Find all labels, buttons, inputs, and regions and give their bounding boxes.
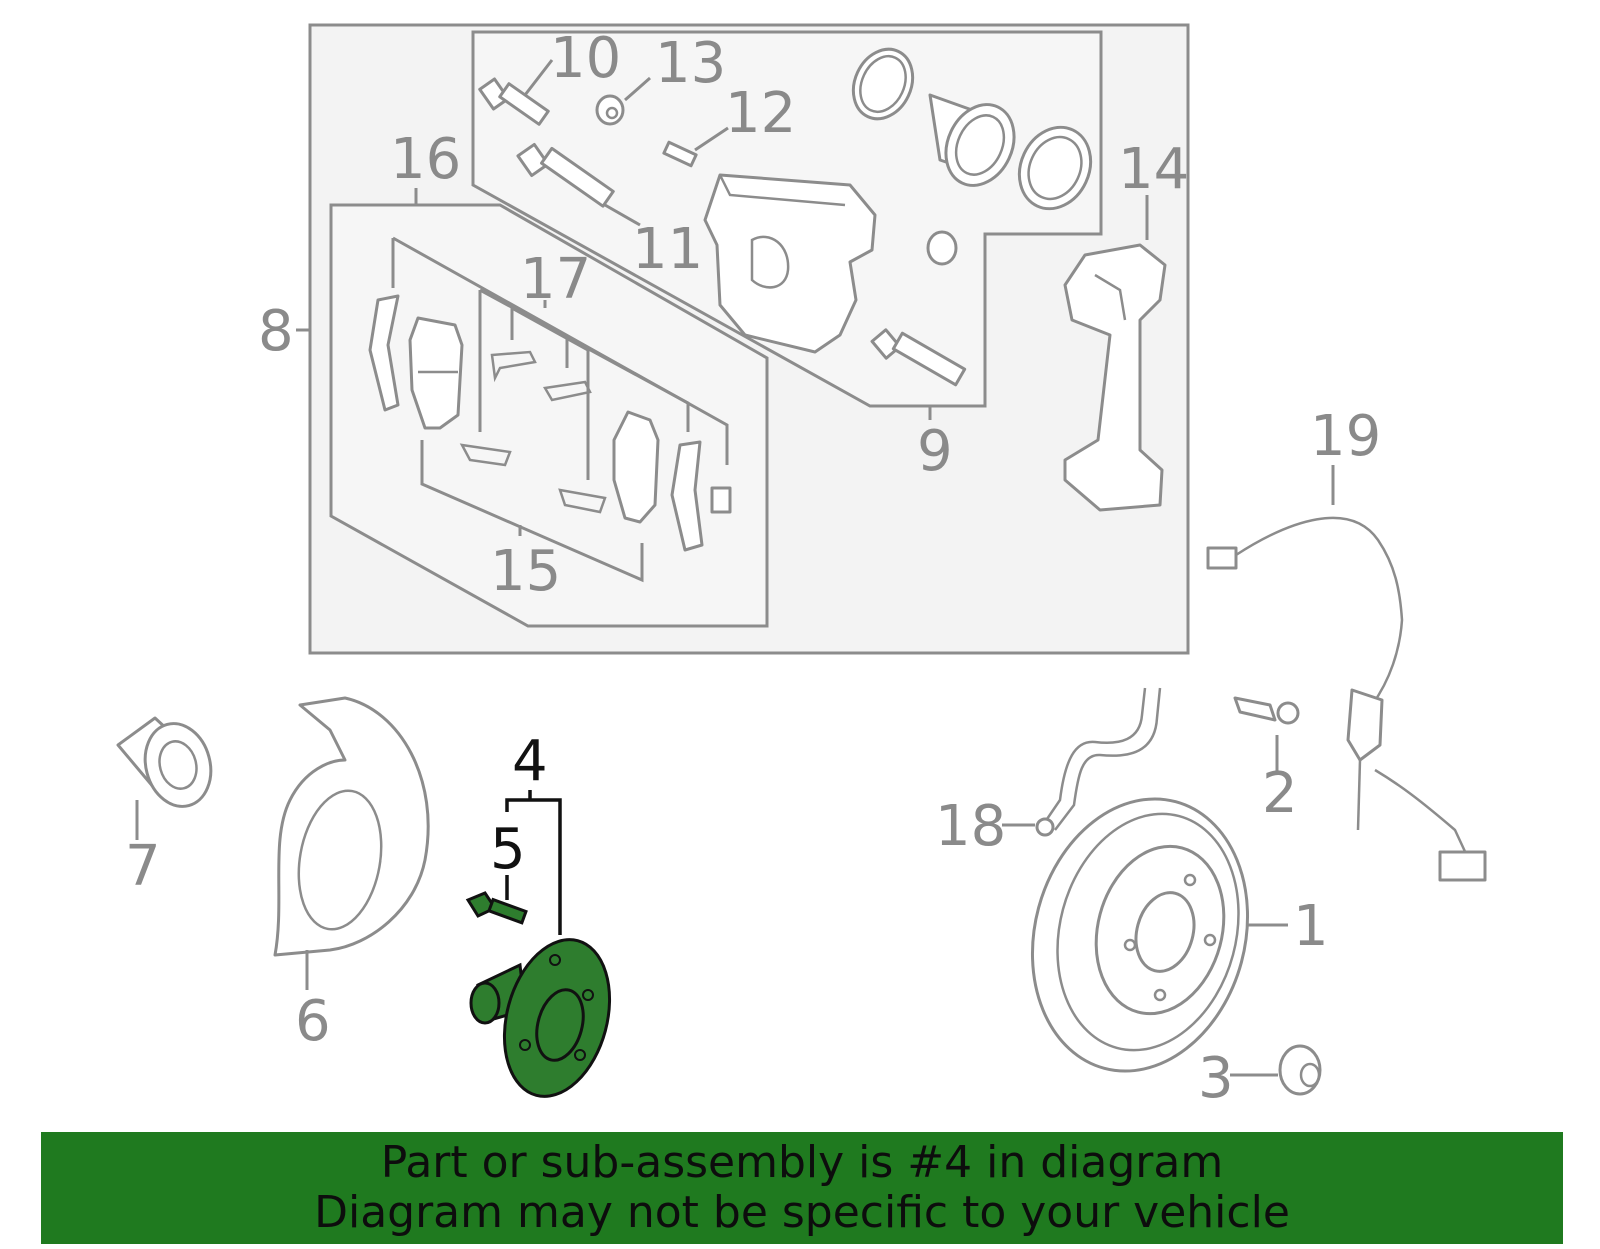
wear-indicator bbox=[710, 486, 732, 514]
caliper-body bbox=[703, 173, 877, 354]
guide-pin-11 bbox=[516, 142, 615, 208]
label-part-15: 15 bbox=[490, 539, 561, 604]
label-part-18: 18 bbox=[935, 794, 1006, 859]
info-banner: Part or sub-assembly is #4 in diagram Di… bbox=[41, 1132, 1563, 1244]
brake-rotor bbox=[1030, 797, 1250, 1073]
pad-shim-outer-left bbox=[368, 294, 400, 412]
hub-nut bbox=[1278, 1044, 1322, 1096]
bleeder-screw-12 bbox=[662, 140, 698, 168]
label-part-13: 13 bbox=[655, 31, 726, 96]
label-part-5: 5 bbox=[490, 817, 526, 882]
label-part-12: 12 bbox=[725, 81, 796, 146]
label-part-9: 9 bbox=[917, 419, 953, 484]
label-part-19: 19 bbox=[1310, 404, 1381, 469]
label-part-4: 4 bbox=[512, 729, 548, 794]
wheel-hub-highlighted bbox=[469, 938, 612, 1098]
caliper-piston bbox=[928, 93, 1016, 187]
caliper-bracket bbox=[1063, 243, 1167, 512]
label-part-2: 2 bbox=[1262, 761, 1298, 826]
guide-bolt-10 bbox=[478, 77, 550, 126]
wheel-bearing bbox=[116, 716, 213, 808]
label-part-11: 11 bbox=[632, 217, 703, 282]
label-part-1: 1 bbox=[1293, 894, 1329, 959]
label-part-7: 7 bbox=[125, 834, 161, 899]
abs-sensor bbox=[1206, 516, 1487, 882]
bleeder-boot bbox=[926, 230, 958, 266]
label-part-16: 16 bbox=[390, 127, 461, 192]
cap-13 bbox=[595, 94, 625, 126]
banner-line-2: Diagram may not be specific to your vehi… bbox=[314, 1187, 1290, 1238]
pad-shim-inner bbox=[670, 440, 704, 552]
pad-kit-box bbox=[329, 203, 769, 628]
pad-clips bbox=[459, 350, 607, 514]
label-part-17: 17 bbox=[520, 247, 591, 312]
brake-pad-inner bbox=[612, 410, 660, 524]
label-part-10: 10 bbox=[550, 26, 621, 91]
dust-shield bbox=[273, 696, 430, 957]
label-part-8: 8 bbox=[258, 299, 294, 364]
hub-bolt-highlighted bbox=[465, 891, 528, 925]
brake-hose bbox=[1035, 687, 1162, 837]
label-part-14: 14 bbox=[1118, 137, 1189, 202]
label-part-6: 6 bbox=[295, 989, 331, 1054]
label-part-3: 3 bbox=[1198, 1046, 1234, 1111]
banner-line-1: Part or sub-assembly is #4 in diagram bbox=[380, 1137, 1224, 1188]
guide-pin-lower bbox=[870, 328, 967, 387]
screw bbox=[1233, 696, 1300, 725]
